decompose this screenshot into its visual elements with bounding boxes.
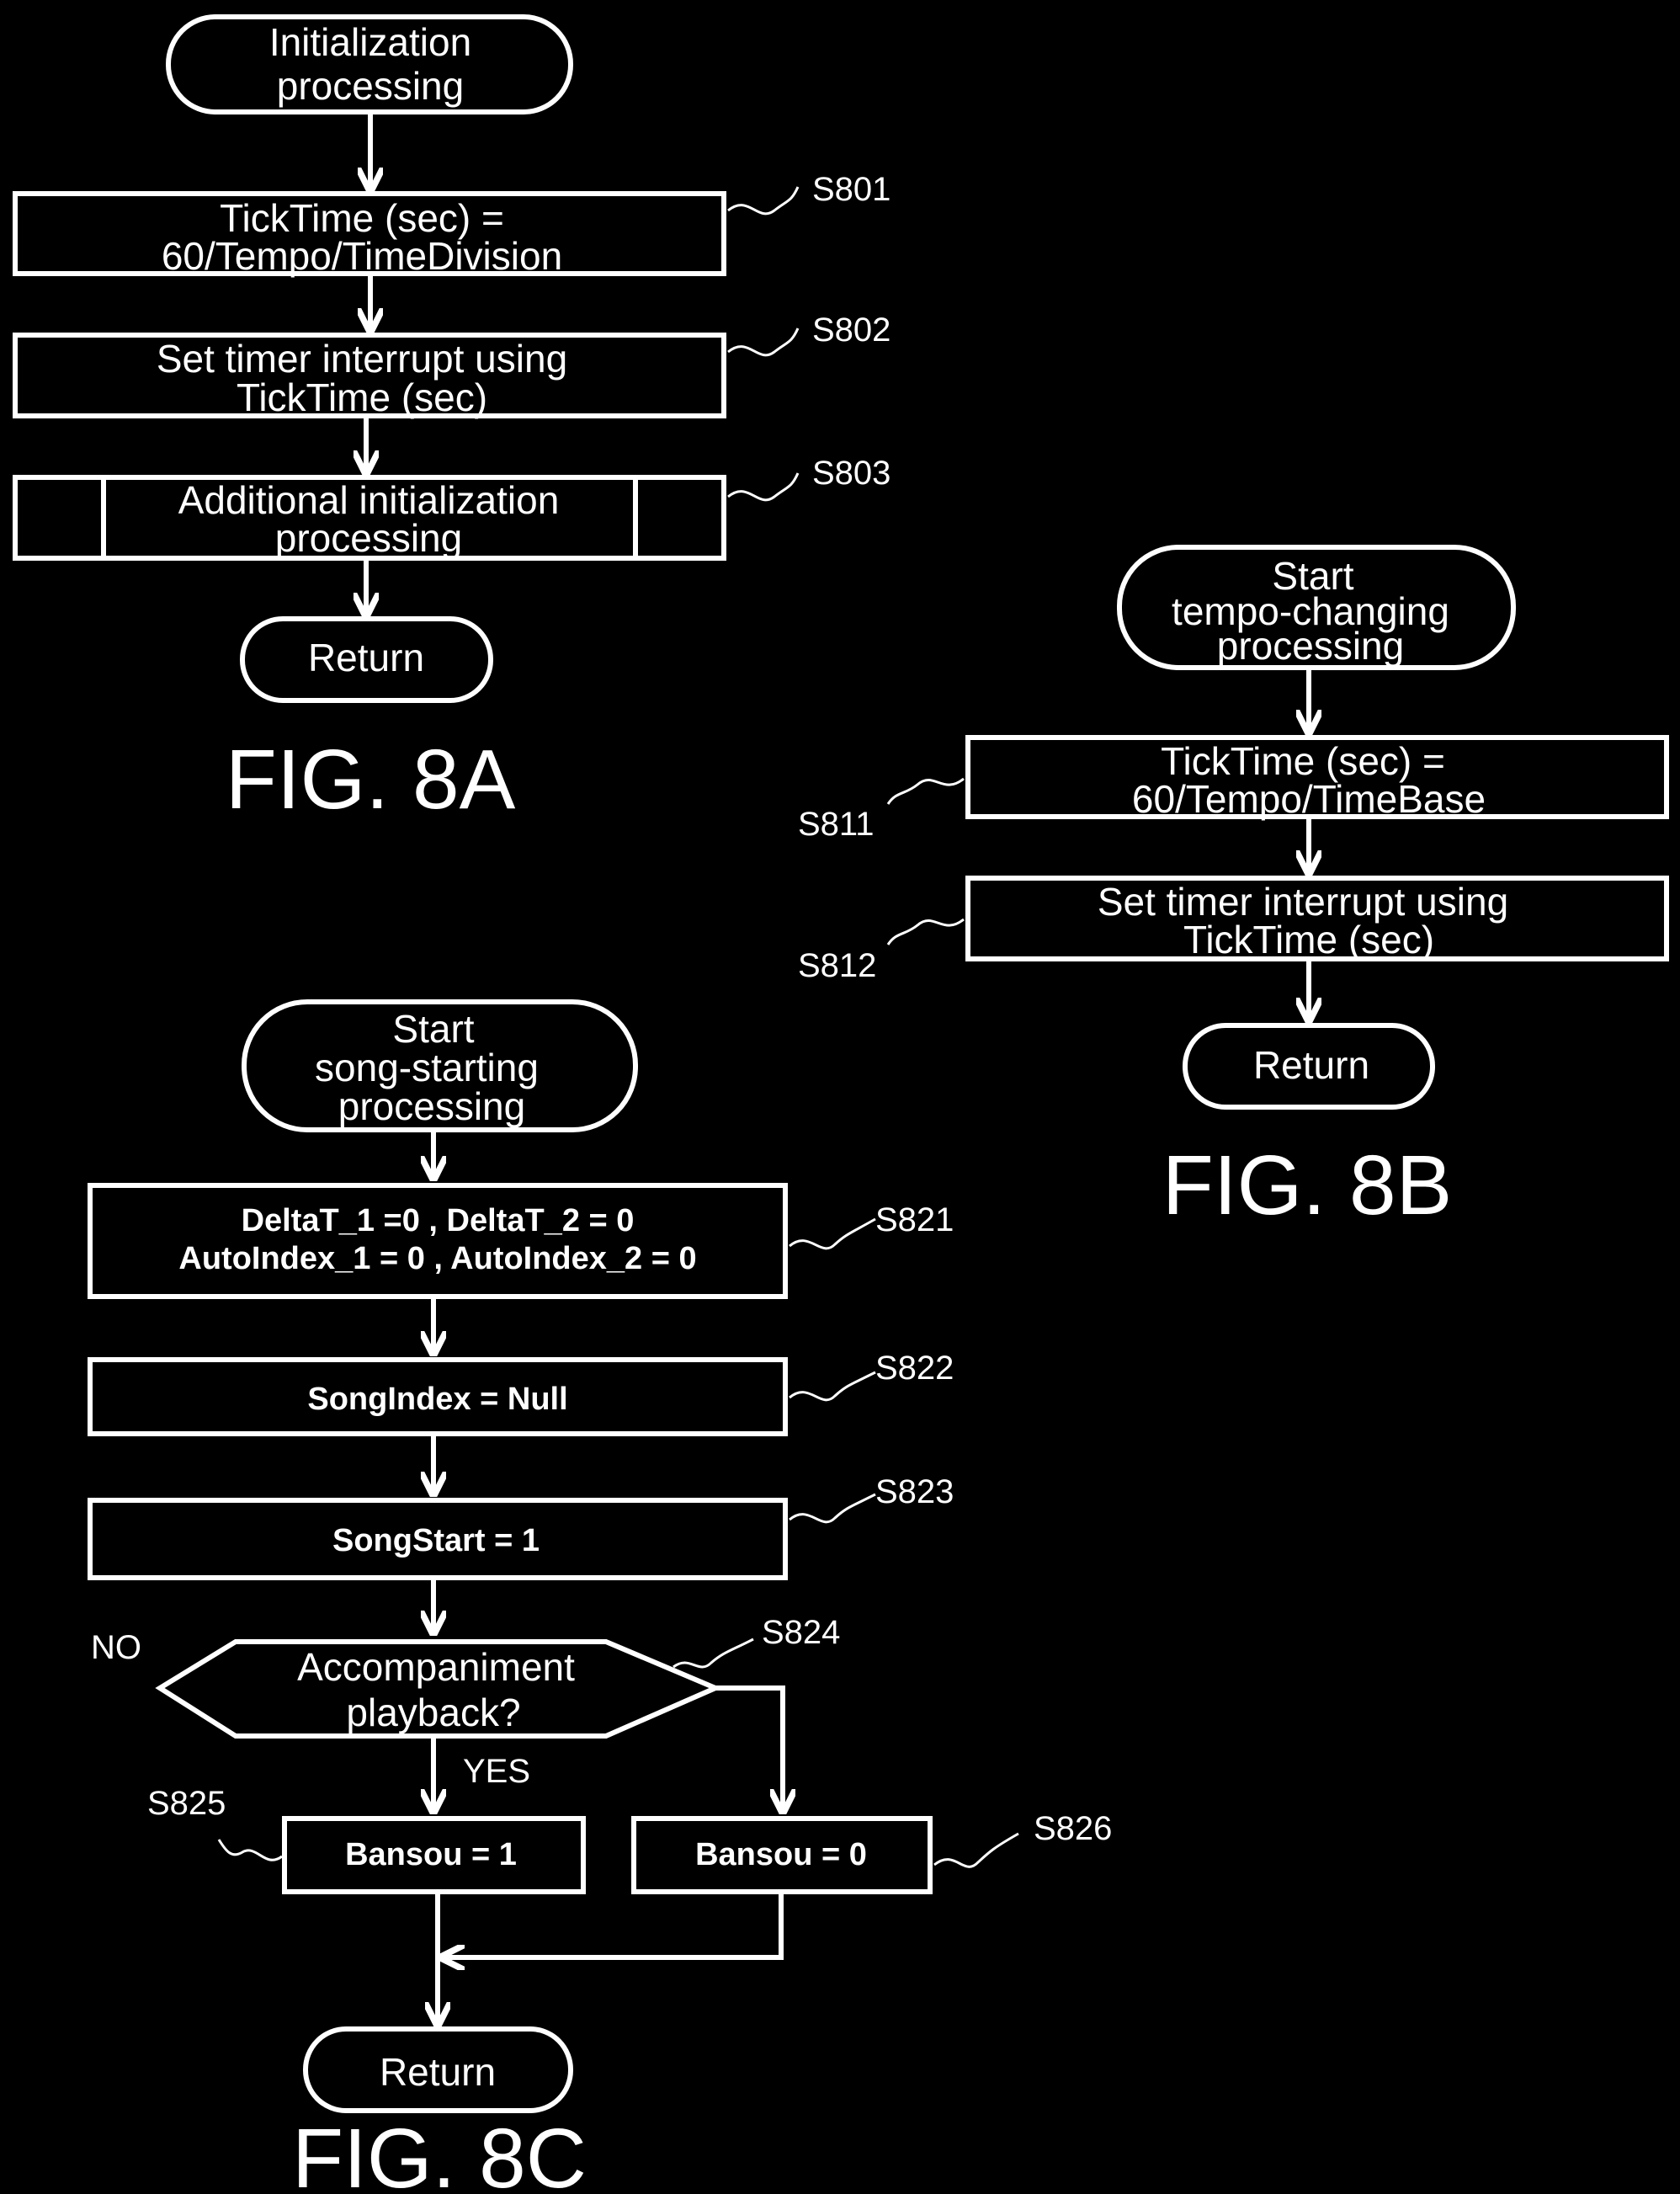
return-label: Return bbox=[380, 2050, 496, 2094]
step-leader bbox=[789, 1217, 876, 1250]
figure-caption-8b: FIG. 8B bbox=[1162, 1138, 1453, 1233]
s821-line2: AutoIndex_1 = 0 , AutoIndex_2 = 0 bbox=[178, 1241, 696, 1276]
no-branch-label: NO bbox=[91, 1629, 141, 1666]
s803-line1: Additional initialization bbox=[178, 478, 560, 522]
process-box-s812 bbox=[965, 876, 1669, 961]
step-label-s823: S823 bbox=[875, 1473, 954, 1510]
step-leader bbox=[886, 777, 965, 805]
s801-line2: 60/Tempo/TimeDivision bbox=[162, 234, 562, 278]
process-box-s811 bbox=[965, 735, 1669, 819]
s824-line1: Accompaniment bbox=[297, 1645, 575, 1689]
s812-line2: TickTime (sec) bbox=[1183, 918, 1434, 961]
start-label-line1: Start bbox=[392, 1007, 474, 1051]
s824-line2: playback? bbox=[346, 1691, 520, 1734]
start-terminal-8c bbox=[242, 999, 638, 1132]
step-leader bbox=[789, 1493, 876, 1524]
start-label-line3: processing bbox=[338, 1084, 525, 1128]
start-label-line3: processing bbox=[1217, 624, 1404, 668]
step-label-s825: S825 bbox=[147, 1785, 226, 1822]
return-terminal-8a bbox=[240, 616, 493, 703]
fig-8c: Start song-starting processing DeltaT_1 … bbox=[88, 999, 1112, 2194]
step-label-s821: S821 bbox=[875, 1201, 954, 1238]
s812-line1: Set timer interrupt using bbox=[1098, 880, 1508, 924]
return-label: Return bbox=[308, 636, 424, 679]
step-leader bbox=[727, 472, 800, 502]
figure-caption-8c: FIG. 8C bbox=[292, 2111, 587, 2194]
s821-line1: DeltaT_1 =0 , DeltaT_2 = 0 bbox=[242, 1203, 635, 1238]
subroutine-box-s803 bbox=[13, 475, 726, 561]
connector-arrow bbox=[715, 1685, 783, 1812]
step-leader bbox=[727, 328, 800, 357]
fig-8b: Start tempo-changing processing TickTime… bbox=[798, 545, 1669, 1233]
connector-arrow bbox=[442, 1894, 784, 1957]
process-box-s826 bbox=[631, 1816, 933, 1894]
s823-text: SongStart = 1 bbox=[332, 1523, 540, 1558]
step-leader bbox=[217, 1839, 283, 1861]
s802-line2: TickTime (sec) bbox=[237, 375, 487, 419]
step-label-s803: S803 bbox=[812, 455, 891, 492]
step-label-s802: S802 bbox=[812, 312, 891, 349]
s822-text: SongIndex = Null bbox=[307, 1382, 567, 1417]
start-label-line2: song-starting bbox=[315, 1046, 539, 1089]
process-box-s823 bbox=[88, 1498, 788, 1580]
return-label: Return bbox=[1253, 1043, 1369, 1087]
process-box-s825 bbox=[282, 1816, 586, 1894]
step-leader bbox=[789, 1371, 876, 1402]
step-label-s824: S824 bbox=[762, 1614, 840, 1651]
start-label-line1: Start bbox=[1272, 554, 1353, 598]
step-leader bbox=[886, 918, 965, 945]
fig-8a: Initialization processing TickTime (sec)… bbox=[13, 14, 891, 827]
process-box-s801 bbox=[13, 191, 726, 276]
step-label-s801: S801 bbox=[812, 171, 891, 208]
start-terminal-8a bbox=[166, 14, 573, 114]
s801-line1: TickTime (sec) = bbox=[220, 196, 504, 240]
return-terminal-8c bbox=[303, 2026, 573, 2113]
s802-line1: Set timer interrupt using bbox=[157, 337, 567, 381]
step-label-s811: S811 bbox=[798, 806, 874, 843]
process-box-s822 bbox=[88, 1357, 788, 1436]
start-terminal-8b bbox=[1117, 545, 1516, 670]
step-leader bbox=[673, 1638, 754, 1669]
process-box-s821 bbox=[88, 1183, 788, 1299]
figure-caption-8a: FIG. 8A bbox=[226, 732, 516, 827]
process-box-s802 bbox=[13, 333, 726, 418]
start-label-line2: tempo-changing bbox=[1172, 589, 1449, 633]
s811-line1: TickTime (sec) = bbox=[1161, 739, 1445, 783]
s826-text: Bansou = 0 bbox=[695, 1837, 867, 1872]
step-leader bbox=[933, 1832, 1019, 1868]
step-label-s826: S826 bbox=[1034, 1810, 1112, 1847]
s825-text: Bansou = 1 bbox=[345, 1837, 517, 1872]
step-label-s822: S822 bbox=[875, 1350, 954, 1387]
s811-line2: 60/Tempo/TimeBase bbox=[1132, 777, 1486, 821]
s803-line2: processing bbox=[275, 516, 462, 560]
step-leader bbox=[727, 186, 800, 216]
step-label-s812: S812 bbox=[798, 947, 876, 984]
return-terminal-8b bbox=[1183, 1023, 1435, 1110]
start-label-line1: Initialization bbox=[269, 20, 471, 64]
yes-branch-label: YES bbox=[463, 1753, 530, 1790]
start-label-line2: processing bbox=[277, 64, 464, 108]
